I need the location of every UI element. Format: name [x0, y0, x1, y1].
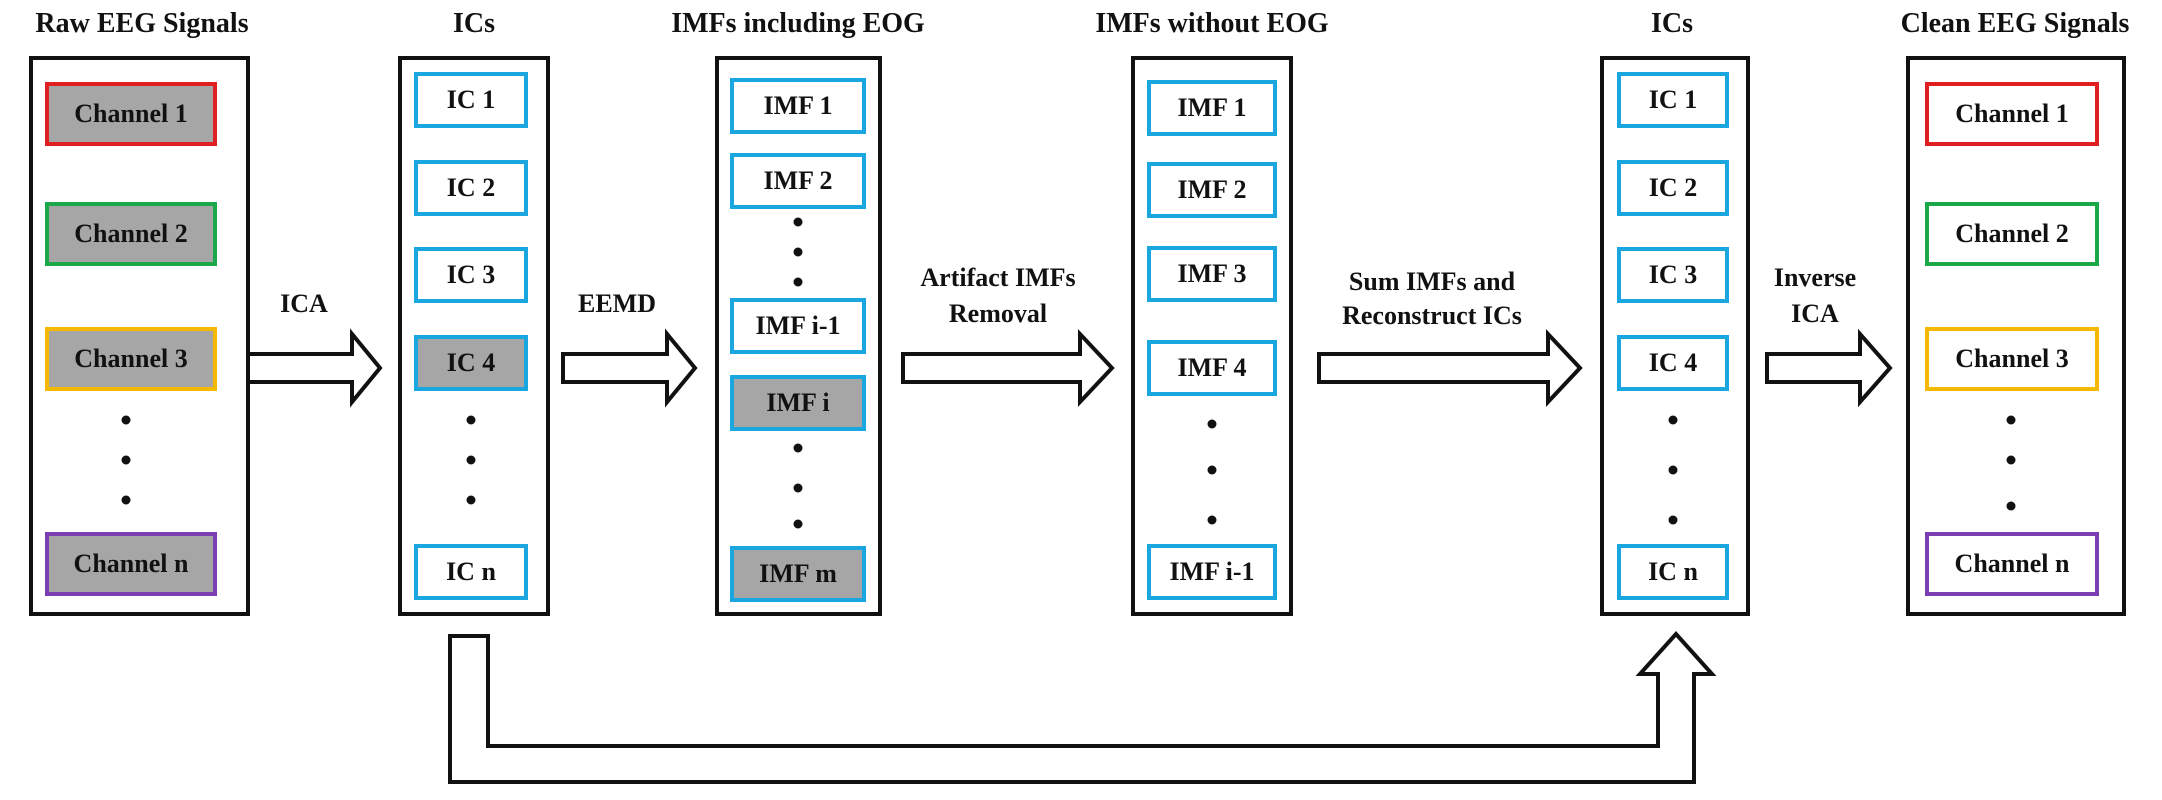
imf-clean-3: IMF 3	[1147, 246, 1277, 302]
ellipsis-dot	[466, 455, 476, 465]
ellipsis-dot	[793, 277, 803, 287]
ellipsis-dot	[2006, 455, 2016, 465]
title-imfs-including-eog: IMFs including EOG	[671, 8, 925, 39]
title-ics-output: ICs	[1650, 8, 1694, 39]
imf-clean-i-1: IMF i-1	[1147, 544, 1277, 600]
title-imfs-without-eog: IMFs without EOG	[1095, 8, 1329, 39]
ic-in-1: IC 1	[414, 72, 528, 128]
imf-eog-m: IMF m	[730, 546, 866, 602]
ic-in-n: IC n	[414, 544, 528, 600]
raw-channel-n: Channel n	[45, 532, 217, 596]
ic-out-n: IC n	[1617, 544, 1729, 600]
imf-eog-1: IMF 1	[730, 78, 866, 134]
ellipsis-dot	[121, 415, 131, 425]
raw-channel-2: Channel 2	[45, 202, 217, 266]
ellipsis-dot	[1207, 465, 1217, 475]
ic-in-4: IC 4	[414, 335, 528, 391]
raw-channel-1: Channel 1	[45, 82, 217, 146]
ellipsis-dot	[121, 495, 131, 505]
arrow-ica	[246, 328, 383, 408]
ellipsis-dot	[793, 519, 803, 529]
ellipsis-dot	[793, 247, 803, 257]
title-clean-eeg: Clean EEG Signals	[1900, 8, 2130, 39]
arrow-eemd	[561, 328, 698, 408]
step-label-inverse-line1: Inverse	[1773, 263, 1857, 292]
ellipsis-dot	[466, 415, 476, 425]
title-raw-eeg: Raw EEG Signals	[35, 8, 249, 39]
arrow-sum-reconstruct	[1317, 328, 1583, 408]
ellipsis-dot	[1207, 515, 1217, 525]
imf-clean-2: IMF 2	[1147, 162, 1277, 218]
arrow-inverse-ica	[1765, 328, 1893, 408]
ellipsis-dot	[793, 483, 803, 493]
ellipsis-dot	[793, 217, 803, 227]
imf-clean-4: IMF 4	[1147, 340, 1277, 396]
ic-out-1: IC 1	[1617, 72, 1729, 128]
ellipsis-dot	[1207, 419, 1217, 429]
step-label-artifact-line1: Artifact IMFs	[920, 263, 1076, 292]
ellipsis-dot	[2006, 415, 2016, 425]
step-label-ica: ICA	[280, 289, 328, 318]
ic-out-4: IC 4	[1617, 335, 1729, 391]
ellipsis-dot	[1668, 465, 1678, 475]
imf-eog-2: IMF 2	[730, 153, 866, 209]
step-label-eemd: EEMD	[578, 289, 656, 318]
ellipsis-dot	[121, 455, 131, 465]
step-label-artifact-line2: Removal	[948, 299, 1048, 328]
clean-channel-2: Channel 2	[1925, 202, 2099, 266]
imf-clean-1: IMF 1	[1147, 80, 1277, 136]
arrow-ic-bypass	[448, 631, 1717, 784]
clean-channel-3: Channel 3	[1925, 327, 2099, 391]
ic-out-2: IC 2	[1617, 160, 1729, 216]
ic-in-3: IC 3	[414, 247, 528, 303]
arrow-artifact-removal	[901, 328, 1115, 408]
ellipsis-dot	[466, 495, 476, 505]
title-ics-input: ICs	[452, 8, 496, 39]
ic-in-2: IC 2	[414, 160, 528, 216]
ellipsis-dot	[1668, 515, 1678, 525]
ellipsis-dot	[793, 443, 803, 453]
ic-out-3: IC 3	[1617, 247, 1729, 303]
step-label-sum-line2: Reconstruct ICs	[1342, 301, 1522, 330]
step-label-sum-line1: Sum IMFs and	[1348, 267, 1516, 296]
ellipsis-dot	[1668, 415, 1678, 425]
imf-eog-i: IMF i	[730, 375, 866, 431]
step-label-inverse-line2: ICA	[1791, 299, 1839, 328]
raw-channel-3: Channel 3	[45, 327, 217, 391]
clean-channel-n: Channel n	[1925, 532, 2099, 596]
imf-eog-i-1: IMF i-1	[730, 298, 866, 354]
clean-channel-1: Channel 1	[1925, 82, 2099, 146]
ellipsis-dot	[2006, 501, 2016, 511]
